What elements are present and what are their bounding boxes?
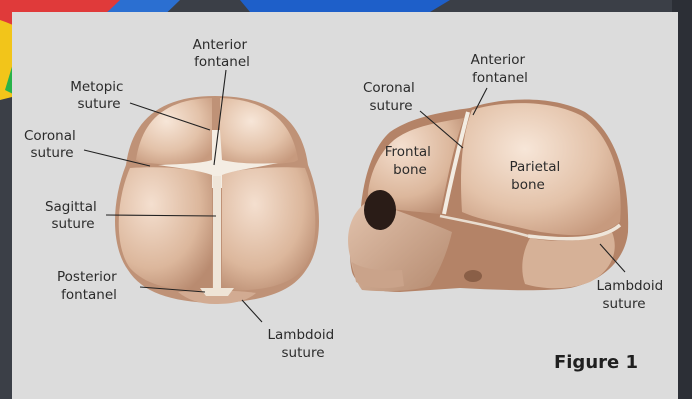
top-posterior-fontanel bbox=[200, 288, 234, 296]
top-sagittal-gap bbox=[213, 176, 221, 290]
sagittal-suture-label: Sagittal suture bbox=[45, 199, 101, 232]
figure-label: Figure 1 bbox=[554, 352, 638, 373]
top-view-skull bbox=[115, 96, 319, 304]
top-coronal-suture-label: Coronal suture bbox=[24, 128, 80, 161]
ear-hole bbox=[464, 270, 482, 282]
eye-socket bbox=[364, 190, 396, 230]
top-anterior-fontanel-label: Anterior fontanel bbox=[193, 37, 252, 70]
metopic-suture-label: Metopic suture bbox=[70, 79, 128, 112]
